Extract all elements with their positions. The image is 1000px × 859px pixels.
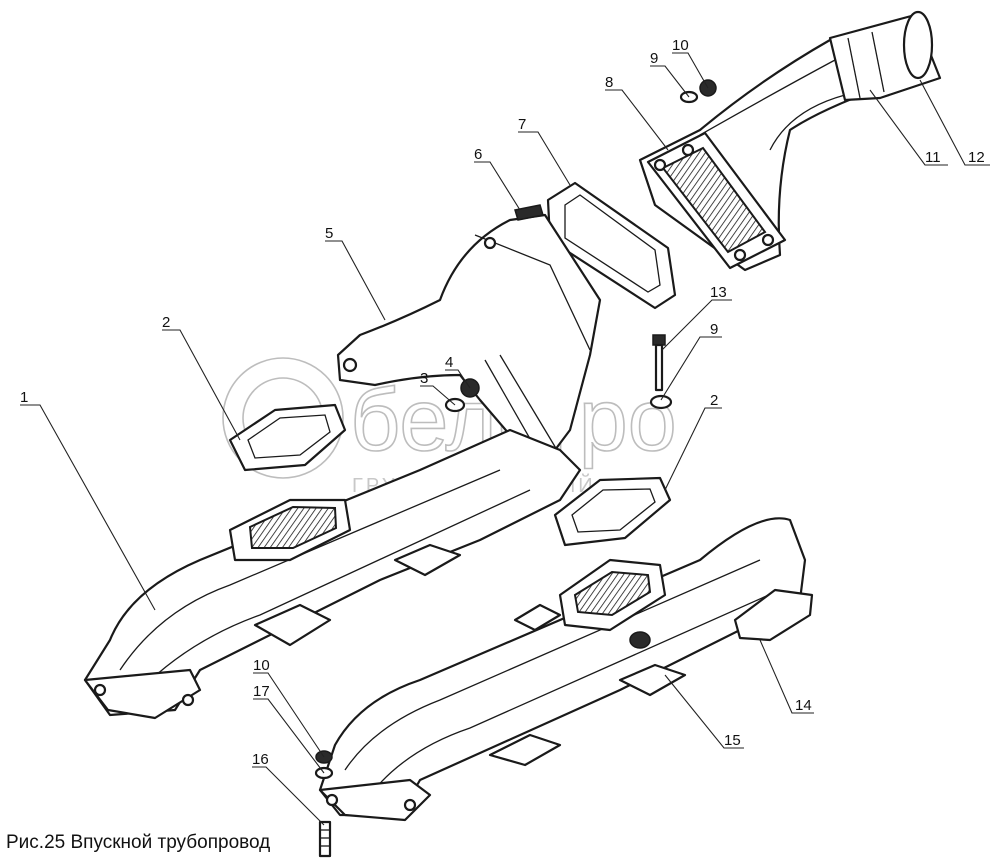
- elbow-pipe: [638, 33, 882, 272]
- callout-13: 13: [710, 284, 727, 301]
- callout-3: 3: [420, 370, 428, 387]
- figure-caption: Рис.25 Впускной трубопровод: [6, 832, 271, 853]
- gasket-2-left: [228, 403, 347, 472]
- hose-clamp: [828, 10, 942, 102]
- callout-6: 6: [474, 146, 482, 163]
- stud-6: [514, 204, 544, 221]
- gasket-2-right: [553, 476, 672, 547]
- callout-12: 12: [968, 149, 985, 166]
- callout-2-left: 2: [162, 314, 170, 331]
- pipe-5: [336, 213, 602, 472]
- bolt-13: [652, 334, 666, 392]
- callout-7: 7: [518, 116, 526, 133]
- callout-17: 17: [253, 683, 270, 700]
- callout-16: 16: [252, 751, 269, 768]
- callout-labels: 1 2 3 4 5 6 7 8 9 10 11 12 13 9 2 14 15 …: [20, 37, 985, 768]
- callout-1: 1: [20, 389, 28, 406]
- washer-9-mid: [649, 394, 673, 410]
- callout-2-right: 2: [710, 392, 718, 409]
- callout-9-mid: 9: [710, 321, 718, 338]
- callout-15: 15: [724, 732, 741, 749]
- callout-10-top: 10: [672, 37, 689, 54]
- callout-4: 4: [445, 354, 453, 371]
- callout-14: 14: [795, 697, 812, 714]
- callout-10-bottom: 10: [253, 657, 270, 674]
- callout-5: 5: [325, 225, 333, 242]
- callout-9-top: 9: [650, 50, 658, 67]
- stud-16: [318, 820, 332, 858]
- gasket-14: [733, 588, 814, 642]
- leader-lines: [20, 52, 990, 826]
- callout-11: 11: [925, 149, 941, 166]
- callout-8: 8: [605, 74, 613, 91]
- manifold-1: [83, 428, 582, 720]
